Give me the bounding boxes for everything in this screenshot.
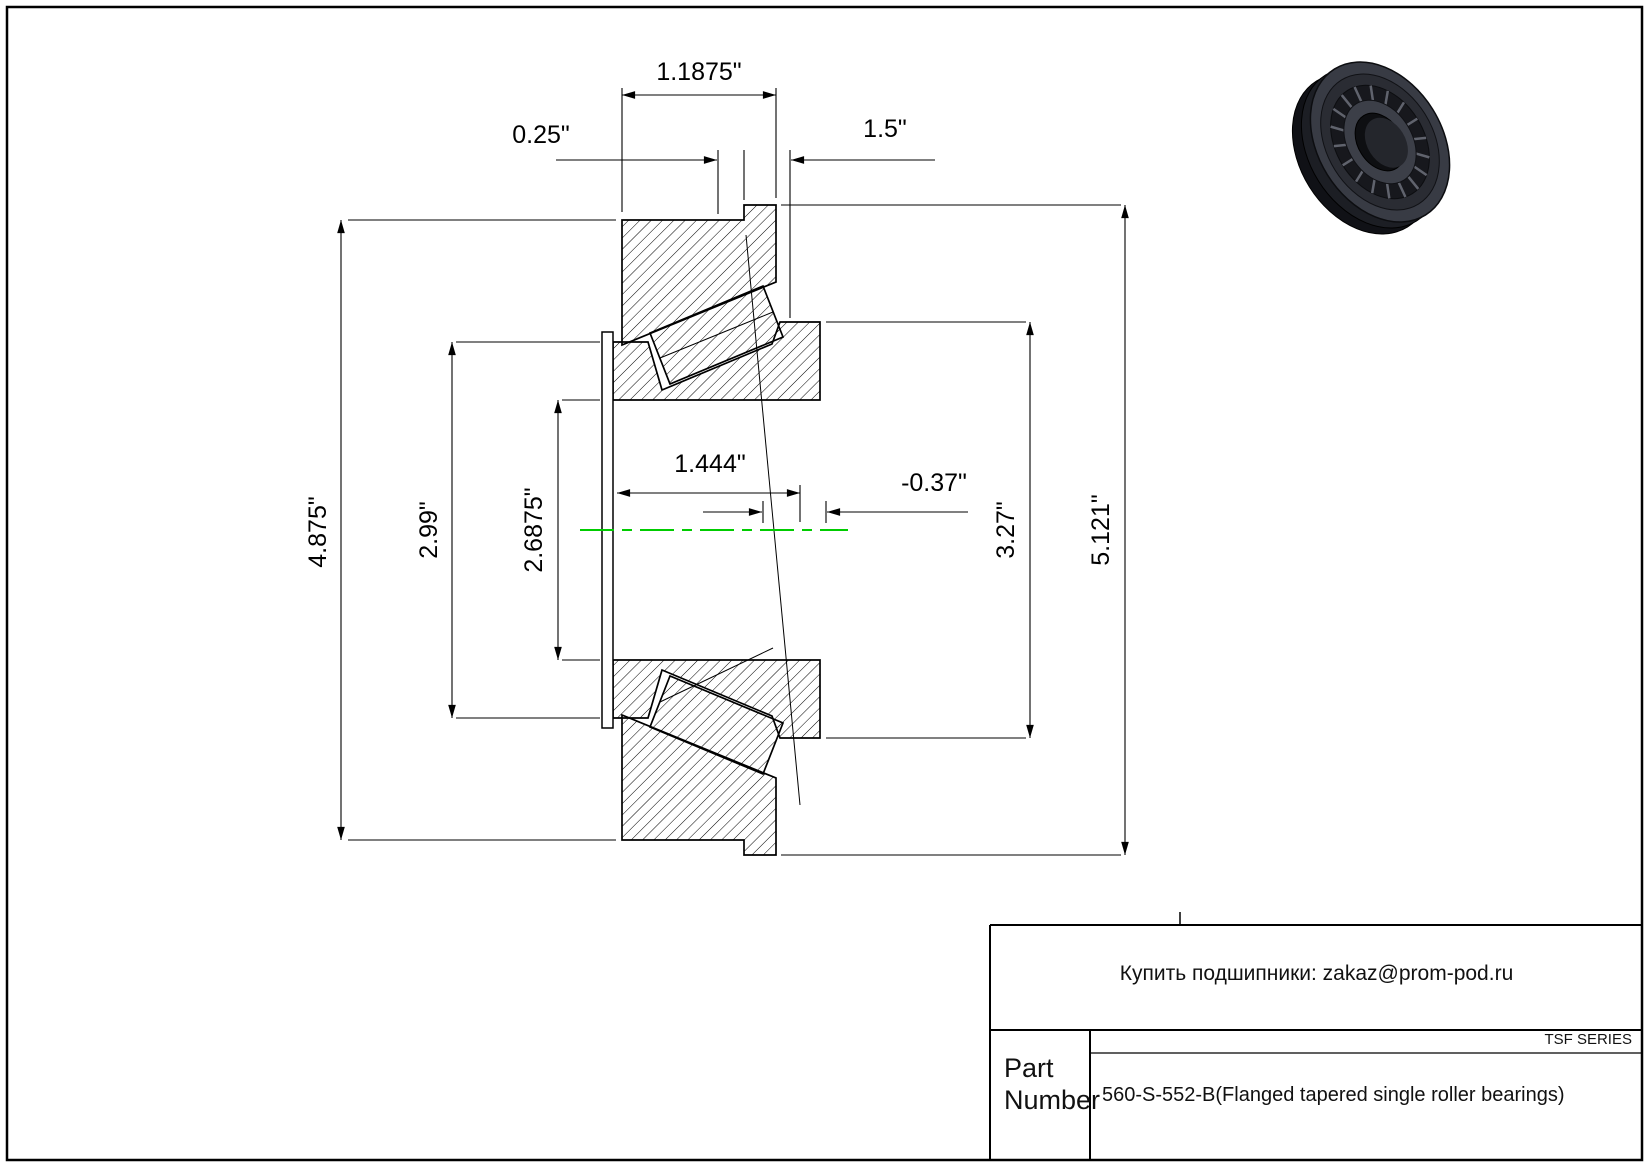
cone-section-bottom: [612, 659, 821, 739]
dim-label-effective-center: -0.37": [901, 469, 967, 497]
dim-label-cup-od: 4.875": [304, 496, 332, 567]
part-number-value: 560-S-552-B(Flanged tapered single rolle…: [1102, 1084, 1565, 1106]
dim-label-flange-width: 0.25": [512, 121, 570, 149]
part-number-label: Part Number: [1004, 1053, 1101, 1115]
dim-label-cone-width: 1.5": [863, 115, 907, 143]
dim-label-cone-front-od: 3.27": [992, 501, 1020, 559]
bearing-photo: [1291, 61, 1451, 235]
dim-cup-total-width: 1.1875": [621, 58, 777, 212]
bearing-rollers: [1330, 85, 1430, 199]
series-label: TSF SERIES: [1544, 1031, 1632, 1048]
dim-cone-face-width: 1.444": [617, 450, 801, 522]
title-block: [989, 912, 1642, 1159]
supplier-line: Купить подшипники: zakaz@prom-pod.ru: [1119, 962, 1514, 985]
dim-flange-od: 5.121": [781, 204, 1129, 856]
dim-label-cup-total-width: 1.1875": [656, 58, 741, 86]
dim-bore: 2.6875": [520, 399, 600, 661]
dim-label-cone-back-od: 2.99": [415, 501, 443, 559]
dim-flange-width: 0.25": [512, 121, 745, 214]
dim-effective-center: -0.37": [703, 469, 968, 523]
bearing-bore-wall: [1364, 117, 1408, 168]
dim-cone-width: 1.5": [789, 115, 935, 318]
bearing-cross-section: [612, 204, 821, 856]
sheet-border: [5, 5, 1644, 1162]
cone-section-top: [612, 321, 821, 401]
roller-axis-bottom: [659, 647, 774, 703]
dim-cup-od: 4.875": [304, 219, 616, 841]
dim-label-cone-face-width: 1.444": [674, 450, 745, 478]
dim-cone-back-od: 2.99": [415, 341, 600, 719]
dim-label-flange-od: 5.121": [1087, 494, 1115, 565]
pressure-line: [745, 234, 801, 806]
dim-cone-front-od: 3.27": [826, 321, 1034, 739]
dim-label-bore: 2.6875": [520, 487, 548, 572]
